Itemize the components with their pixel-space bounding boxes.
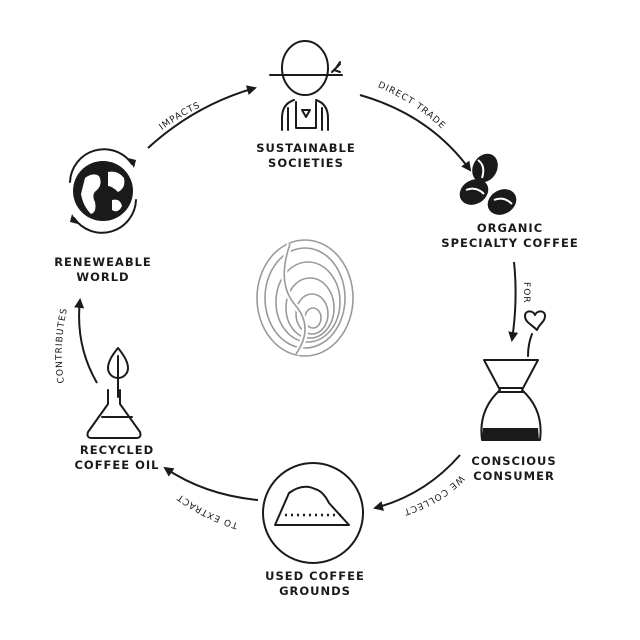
fingerprint-bean-logo bbox=[256, 239, 354, 357]
edge-label-for: FOR bbox=[521, 282, 531, 304]
chemex-consumer-icon bbox=[480, 310, 546, 441]
coffee-grounds-icon bbox=[262, 462, 364, 564]
globe-icon bbox=[69, 148, 137, 234]
edge-label-direct-trade: DIRECT TRADE bbox=[376, 80, 447, 131]
edge-label-contributes: CONTRIBUTES bbox=[55, 307, 70, 384]
arrow-we-collect bbox=[373, 454, 461, 511]
arrow-to-extract bbox=[163, 466, 259, 501]
arrow-for bbox=[508, 261, 519, 342]
coffee-beans-icon bbox=[459, 153, 517, 215]
arrow-direct-trade bbox=[359, 94, 472, 172]
edge-label-to-extract: TO EXTRACT bbox=[175, 491, 240, 530]
farmer-icon bbox=[269, 40, 343, 131]
chemex-coffee-fill bbox=[482, 428, 539, 440]
edge-label-impacts: IMPACTS bbox=[158, 100, 203, 132]
arrow-impacts bbox=[147, 85, 257, 149]
flask-oil-icon bbox=[86, 347, 142, 439]
arrow-contributes bbox=[74, 298, 98, 384]
